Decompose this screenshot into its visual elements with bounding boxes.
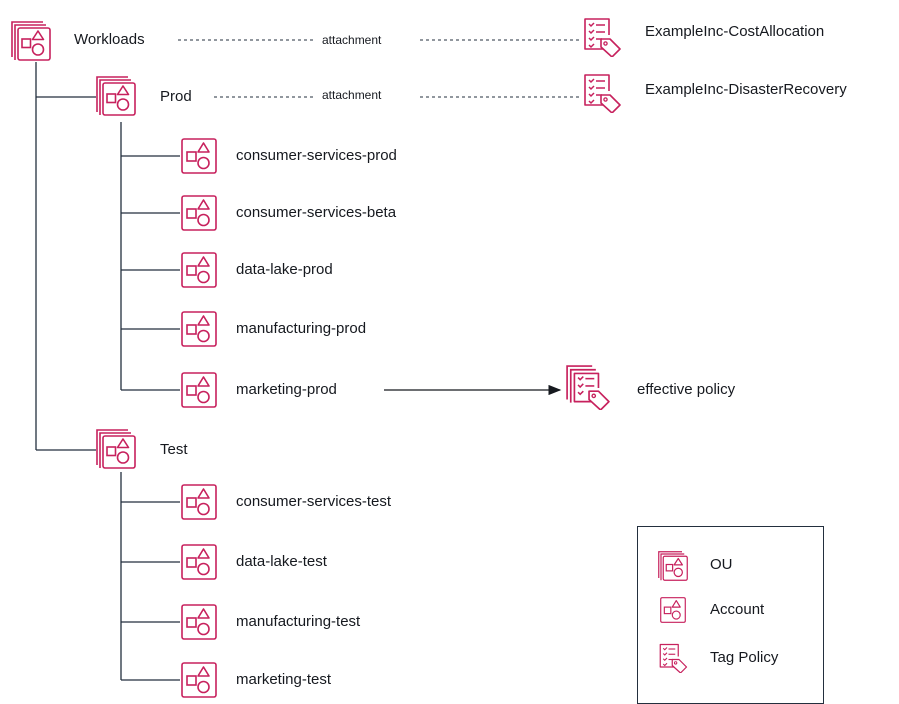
legend: OU Account Tag Policy	[637, 526, 824, 704]
account-icon	[181, 662, 217, 698]
prod-attachment-label: attachment	[322, 88, 382, 102]
disaster-recovery-policy-label: ExampleInc-DisasterRecovery	[645, 81, 847, 98]
disaster-recovery-policy-icon	[584, 74, 621, 113]
legend-tag-policy-icon	[659, 643, 688, 673]
account-label: manufacturing-test	[236, 613, 361, 630]
legend-tag-policy-label: Tag Policy	[710, 649, 779, 666]
account-icon	[181, 195, 217, 231]
account-label: marketing-prod	[236, 381, 337, 398]
legend-account-icon	[660, 597, 686, 623]
account-icon	[181, 311, 217, 347]
account-icon	[181, 544, 217, 580]
account-icon	[181, 372, 217, 408]
account-label: data-lake-prod	[236, 261, 333, 278]
account-label: consumer-services-prod	[236, 147, 397, 164]
account-label: consumer-services-beta	[236, 204, 397, 221]
account-icon	[181, 138, 217, 174]
workloads-attachment-label: attachment	[322, 33, 382, 47]
account-label: marketing-test	[236, 671, 332, 688]
prod-ou-label: Prod	[160, 88, 192, 105]
test-ou-label: Test	[160, 441, 188, 458]
account-label: manufacturing-prod	[236, 320, 367, 337]
attachment-lines	[178, 39, 580, 98]
account-label: data-lake-test	[236, 553, 327, 570]
workloads-ou-label: Workloads	[74, 31, 145, 48]
account-icon	[181, 484, 217, 520]
workloads-ou-icon	[11, 21, 51, 61]
cost-allocation-policy-icon	[584, 18, 621, 57]
account-label: consumer-services-test	[236, 493, 392, 510]
prod-ou-icon	[96, 76, 136, 116]
account-icon	[181, 604, 217, 640]
account-icon	[181, 252, 217, 288]
tree-connectors	[35, 62, 180, 681]
effective-policy-icon	[566, 365, 610, 410]
cost-allocation-policy-label: ExampleInc-CostAllocation	[645, 23, 825, 40]
test-ou-icon	[96, 429, 136, 469]
legend-ou-icon	[658, 551, 688, 581]
legend-account-label: Account	[710, 601, 765, 618]
legend-ou-label: OU	[710, 556, 733, 573]
effective-policy-label: effective policy	[637, 381, 736, 398]
